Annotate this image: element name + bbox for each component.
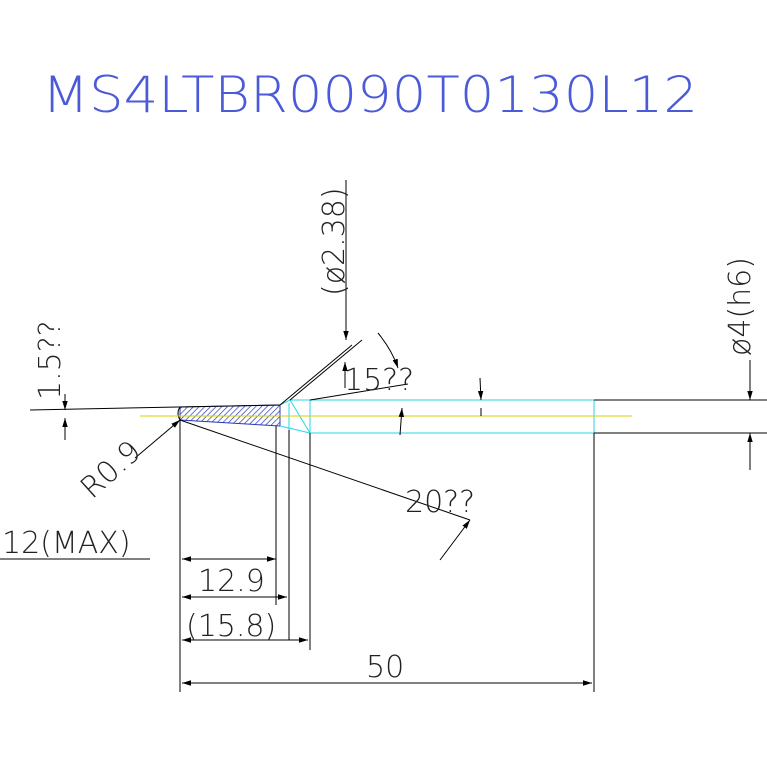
neck-length-label: (15.8) [186,609,276,644]
relief-angle-label: 20?? [405,485,475,520]
neck-outline [279,399,594,406]
overall-length-label: 50 [366,650,404,685]
chamfer-angle-label: 1.5?? [33,320,68,400]
tool-outline [140,399,767,434]
flute-length-label: 12.9 [198,564,265,599]
max-length-label: 12(MAX) [2,526,131,561]
neck-diameter-label: (ø2.38) [317,187,352,296]
dimension-labels: 1.5?? R0.9 (ø2.38) 15?? ø4(h6) 20?? 12(M… [2,187,758,685]
shank-diameter-label: ø4(h6) [723,257,758,356]
corner-radius-label: R0.9 [74,434,148,506]
neck-angle-label: 15?? [344,363,414,398]
dimension-lines [0,180,753,692]
part-number-title: MS4LTBR0090T0130L12 [42,66,698,124]
